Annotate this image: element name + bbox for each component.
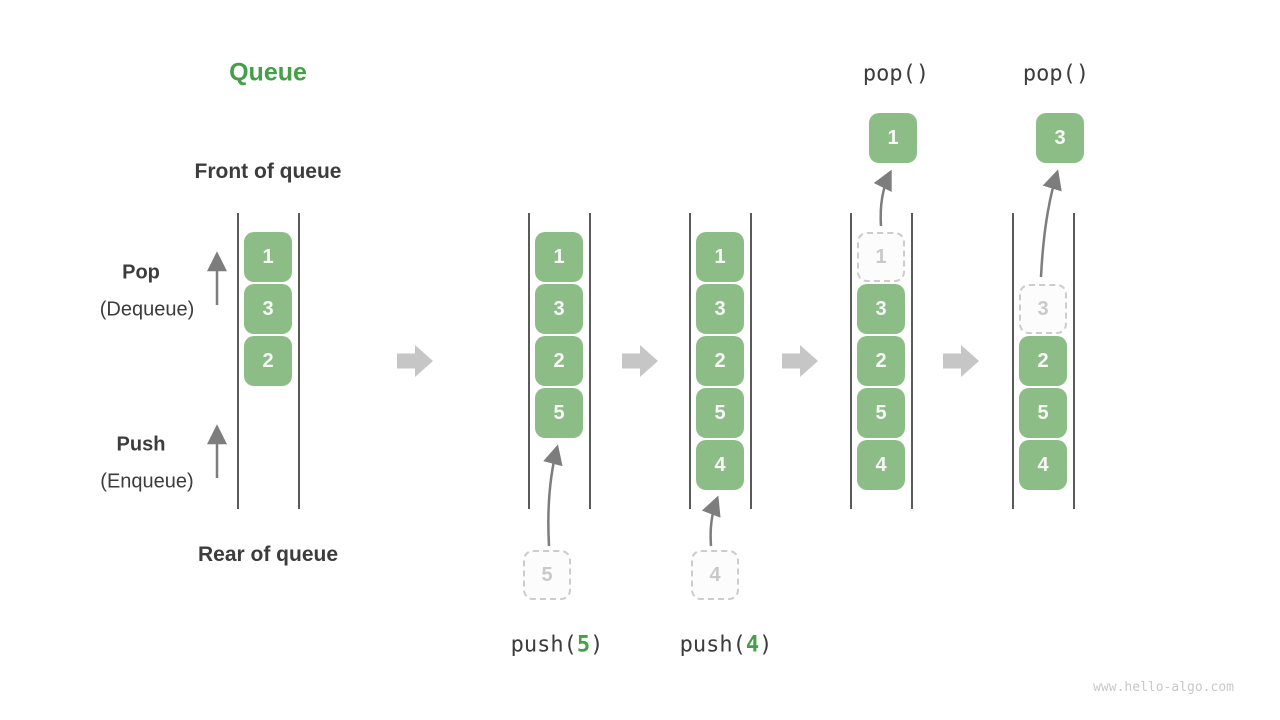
queue-wall: [911, 213, 913, 509]
queue-cell: 3: [535, 284, 583, 334]
pop-operation-label: pop(): [862, 61, 930, 87]
popped-cell: 1: [869, 113, 917, 163]
push-arg-value: 5: [576, 632, 591, 658]
front-of-queue-label: Front of queue: [194, 160, 342, 183]
queue-wall: [528, 213, 530, 509]
queue-cell: 5: [857, 388, 905, 438]
push-operation-label: push(4): [680, 633, 773, 658]
queue-cell: 1: [535, 232, 583, 282]
queue-wall: [750, 213, 752, 509]
push-call-text: push(: [510, 632, 577, 658]
queue-cell: 2: [244, 336, 292, 386]
push-call-text: ): [590, 632, 604, 658]
queue-cell: 3: [244, 284, 292, 334]
queue-cell: 2: [696, 336, 744, 386]
queue-cell: 2: [1019, 336, 1067, 386]
diagram-title: Queue: [229, 58, 307, 87]
push-arrow-icon: [543, 444, 563, 547]
queue-wall: [689, 213, 691, 509]
queue-wall: [850, 213, 852, 509]
push-operation-label: push(5): [511, 633, 604, 658]
queue-cell: 4: [1019, 440, 1067, 490]
staged-cell: 4: [691, 550, 739, 600]
push-arg-value: 4: [745, 632, 760, 658]
queue-cell: 4: [857, 440, 905, 490]
pop-label: Pop: [122, 261, 160, 284]
queue-cell: 2: [535, 336, 583, 386]
transition-arrow-icon: [943, 345, 979, 377]
pop-operation-label: pop(): [1022, 61, 1090, 87]
queue-wall: [589, 213, 591, 509]
transition-arrow-icon: [622, 345, 658, 377]
watermark: www.hello-algo.com: [1093, 680, 1234, 695]
queue-wall: [298, 213, 300, 509]
queue-cell: 5: [696, 388, 744, 438]
queue-wall: [237, 213, 239, 509]
transition-arrow-icon: [397, 345, 433, 377]
queue-cell: 5: [1019, 388, 1067, 438]
queue-wall: [1012, 213, 1014, 509]
push-call-text: ): [759, 632, 773, 658]
pop-arrow-icon: [873, 169, 892, 227]
queue-cell: 1: [696, 232, 744, 282]
enqueue-label: (Enqueue): [100, 470, 194, 493]
rear-of-queue-label: Rear of queue: [197, 543, 339, 566]
transition-arrow-icon: [782, 345, 818, 377]
push-label: Push: [116, 433, 166, 456]
queue-cell-dashed: 1: [857, 232, 905, 282]
queue-cell: 3: [696, 284, 744, 334]
queue-wall: [1073, 213, 1075, 509]
queue-cell: 5: [535, 388, 583, 438]
queue-cell: 1: [244, 232, 292, 282]
popped-cell: 3: [1036, 113, 1084, 163]
push-arrow-icon: [701, 495, 721, 547]
queue-cell: 4: [696, 440, 744, 490]
push-call-text: push(: [679, 632, 746, 658]
queue-cell: 2: [857, 336, 905, 386]
staged-cell: 5: [523, 550, 571, 600]
pop-arrow-icon: [1039, 169, 1062, 278]
dequeue-label: (Dequeue): [99, 298, 195, 321]
queue-cell-dashed: 3: [1019, 284, 1067, 334]
queue-cell: 3: [857, 284, 905, 334]
